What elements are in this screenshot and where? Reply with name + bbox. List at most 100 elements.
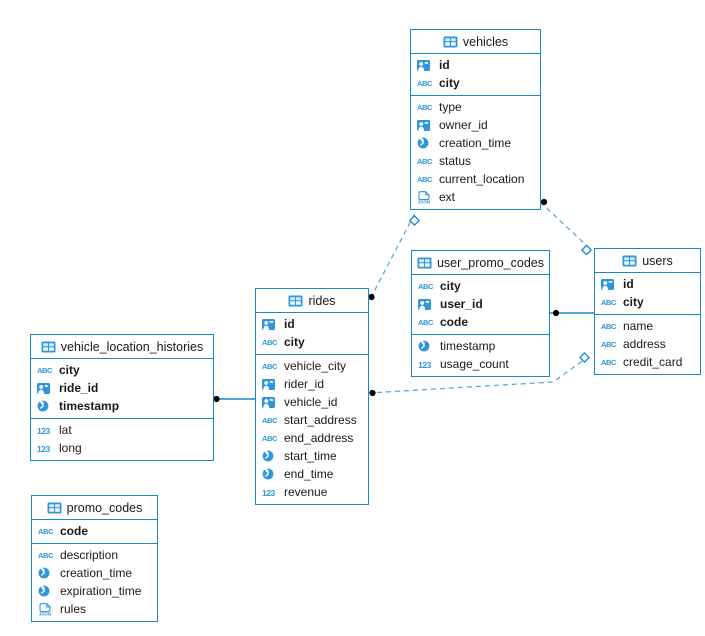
svg-text:ABC: ABC bbox=[418, 318, 434, 327]
field-row-ride_id[interactable]: ride_id bbox=[31, 379, 213, 397]
field-name: city bbox=[439, 76, 460, 90]
uuid-id-icon bbox=[37, 382, 55, 394]
text-type-icon: ABC bbox=[418, 317, 436, 327]
text-type-icon: ABC bbox=[601, 357, 619, 367]
field-row-address[interactable]: ABC address bbox=[595, 335, 700, 353]
text-type-icon: ABC bbox=[417, 156, 435, 166]
svg-text:ABC: ABC bbox=[417, 175, 433, 184]
field-row-vehicle_id[interactable]: vehicle_id bbox=[256, 393, 368, 411]
field-row-name[interactable]: ABC name bbox=[595, 317, 700, 335]
table-header[interactable]: promo_codes bbox=[32, 496, 157, 520]
field-name: city bbox=[623, 295, 644, 309]
field-name: address bbox=[623, 337, 666, 351]
field-row-creation_time[interactable]: creation_time bbox=[32, 564, 157, 582]
text-type-icon: ABC bbox=[417, 78, 435, 88]
relationship-vehicles-users[interactable] bbox=[539, 201, 593, 251]
number-type-icon: 123 bbox=[418, 359, 436, 370]
field-row-user_id[interactable]: user_id bbox=[412, 295, 549, 313]
field-name: type bbox=[439, 100, 462, 114]
field-name: timestamp bbox=[440, 339, 496, 353]
uuid-id-icon bbox=[262, 318, 280, 330]
field-name: name bbox=[623, 319, 654, 333]
diamond-marker-users-top-end bbox=[580, 244, 593, 256]
field-row-city[interactable]: ABC city bbox=[595, 293, 700, 311]
field-row-id[interactable]: id bbox=[256, 315, 368, 333]
table-icon bbox=[47, 502, 62, 514]
table-title: user_promo_codes bbox=[436, 255, 544, 270]
field-row-timestamp[interactable]: timestamp bbox=[31, 397, 213, 415]
field-row-rider_id[interactable]: rider_id bbox=[256, 375, 368, 393]
relationship-rides-vehicles[interactable] bbox=[370, 213, 416, 297]
table-header[interactable]: user_promo_codes bbox=[412, 251, 549, 275]
field-name: owner_id bbox=[439, 118, 488, 132]
field-row-creation_time[interactable]: creation_time bbox=[411, 134, 540, 152]
field-name: expiration_time bbox=[60, 584, 142, 598]
svg-text:ABC: ABC bbox=[601, 340, 617, 349]
field-name: code bbox=[60, 524, 89, 538]
text-type-icon: ABC bbox=[417, 174, 435, 184]
field-row-timestamp[interactable]: timestamp bbox=[412, 337, 549, 355]
table-header[interactable]: users bbox=[595, 249, 700, 273]
field-row-start_time[interactable]: start_time bbox=[256, 447, 368, 465]
number-type-icon: 123 bbox=[37, 425, 55, 436]
table-header[interactable]: vehicles bbox=[411, 30, 540, 54]
table-icon bbox=[622, 255, 637, 267]
table-title: rides bbox=[308, 293, 336, 308]
field-name: status bbox=[439, 154, 472, 168]
field-row-owner_id[interactable]: owner_id bbox=[411, 116, 540, 134]
field-row-end_time[interactable]: end_time bbox=[256, 465, 368, 483]
field-row-city[interactable]: ABC city bbox=[31, 361, 213, 379]
text-type-icon: ABC bbox=[262, 361, 280, 371]
number-type-icon: 123 bbox=[262, 487, 280, 498]
field-name: code bbox=[440, 315, 469, 329]
field-row-expiration_time[interactable]: expiration_time bbox=[32, 582, 157, 600]
dot-marker-user-promo-codes bbox=[552, 309, 560, 317]
table-header[interactable]: rides bbox=[256, 289, 368, 313]
table-vehicle-location-histories[interactable]: vehicle_location_histories ABC city ride_i… bbox=[30, 334, 214, 461]
field-row-city[interactable]: ABC city bbox=[411, 74, 540, 92]
field-row-id[interactable]: id bbox=[411, 56, 540, 74]
field-row-status[interactable]: ABC status bbox=[411, 152, 540, 170]
field-name: start_address bbox=[284, 413, 357, 427]
svg-text:123: 123 bbox=[262, 488, 276, 498]
table-header[interactable]: vehicle_location_histories bbox=[31, 335, 213, 359]
timestamp-type-icon bbox=[38, 567, 56, 579]
field-row-id[interactable]: id bbox=[595, 275, 700, 293]
svg-text:ABC: ABC bbox=[601, 322, 617, 331]
text-type-icon: ABC bbox=[601, 297, 619, 307]
svg-text:ABC: ABC bbox=[417, 79, 433, 88]
field-row-code[interactable]: ABC code bbox=[412, 313, 549, 331]
svg-text:JSON: JSON bbox=[418, 199, 431, 204]
svg-text:ABC: ABC bbox=[37, 366, 53, 375]
timestamp-type-icon bbox=[418, 340, 436, 352]
dot-marker-vehicle-location-histories bbox=[213, 395, 220, 403]
field-name: id bbox=[623, 277, 634, 291]
field-name: city bbox=[59, 363, 80, 377]
